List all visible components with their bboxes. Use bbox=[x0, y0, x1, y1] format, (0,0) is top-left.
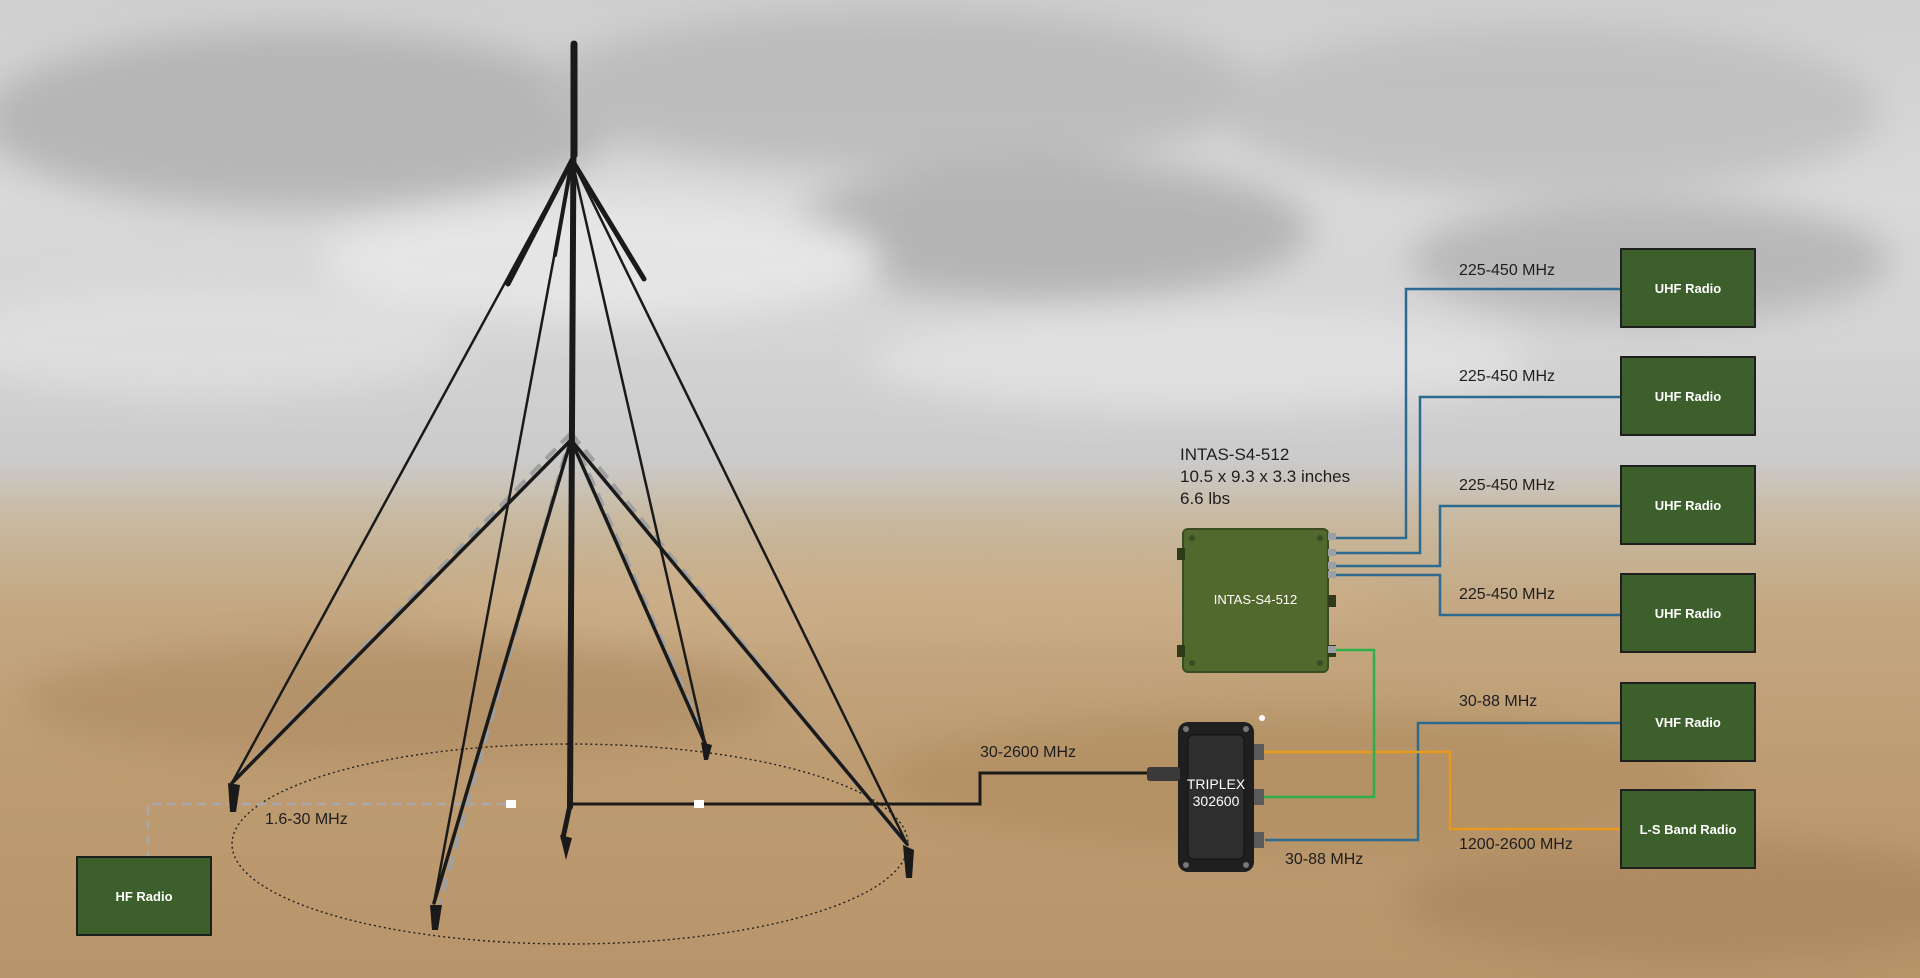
uhf-lines bbox=[1335, 287, 1622, 617]
freq-label-ls-band: 1200-2600 MHz bbox=[1459, 836, 1573, 853]
intas-box-label: INTAS-S4-512 bbox=[1213, 592, 1298, 607]
triplexer-label-line2: 302600 bbox=[1192, 793, 1240, 809]
device-dimensions: 10.5 x 9.3 x 3.3 inches bbox=[1180, 467, 1351, 486]
intas-triplex-link bbox=[1262, 648, 1376, 799]
freq-label-antenna-feed: 30-2600 MHz bbox=[980, 744, 1077, 761]
device-weight: 6.6 lbs bbox=[1180, 489, 1231, 508]
intas-device bbox=[1177, 528, 1336, 673]
hf-feed-line bbox=[146, 802, 512, 860]
freq-label-uhf-3: 225-450 MHz bbox=[1459, 477, 1556, 494]
freq-label-uhf-1: 225-450 MHz bbox=[1459, 262, 1556, 279]
triplexer-device bbox=[1147, 715, 1265, 872]
uhf-radio-2: UHF Radio bbox=[1620, 356, 1756, 436]
device-model-heading: INTAS-S4-512 bbox=[1180, 445, 1290, 464]
antenna-feed-cable bbox=[572, 771, 1150, 806]
vhf-line bbox=[1265, 721, 1622, 842]
feed-marker-right bbox=[694, 800, 704, 808]
uhf-radio-4: UHF Radio bbox=[1620, 573, 1756, 653]
ground-texture bbox=[20, 560, 1920, 960]
triplexer-label: TRIPLEX 302600 bbox=[1178, 776, 1254, 810]
antenna-mast bbox=[230, 40, 909, 905]
freq-label-uhf-4: 225-450 MHz bbox=[1459, 586, 1556, 603]
freq-label-hf: 1.6-30 MHz bbox=[265, 811, 348, 828]
freq-label-vhf-out: 30-88 MHz bbox=[1459, 693, 1538, 710]
uhf-radio-3: UHF Radio bbox=[1620, 465, 1756, 545]
feed-marker-left bbox=[506, 800, 516, 808]
hf-radio: HF Radio bbox=[76, 856, 212, 936]
triplexer-label-line1: TRIPLEX bbox=[1186, 776, 1246, 792]
uhf-radio-1: UHF Radio bbox=[1620, 248, 1756, 328]
freq-label-vhf-in: 30-88 MHz bbox=[1285, 851, 1364, 868]
freq-label-uhf-2: 225-450 MHz bbox=[1459, 368, 1556, 385]
vhf-radio: VHF Radio bbox=[1620, 682, 1756, 762]
ls-band-line bbox=[1262, 750, 1622, 831]
ls-band-radio: L-S Band Radio bbox=[1620, 789, 1756, 869]
ground-stakes bbox=[228, 742, 914, 930]
cloud-layer bbox=[0, 10, 1890, 410]
